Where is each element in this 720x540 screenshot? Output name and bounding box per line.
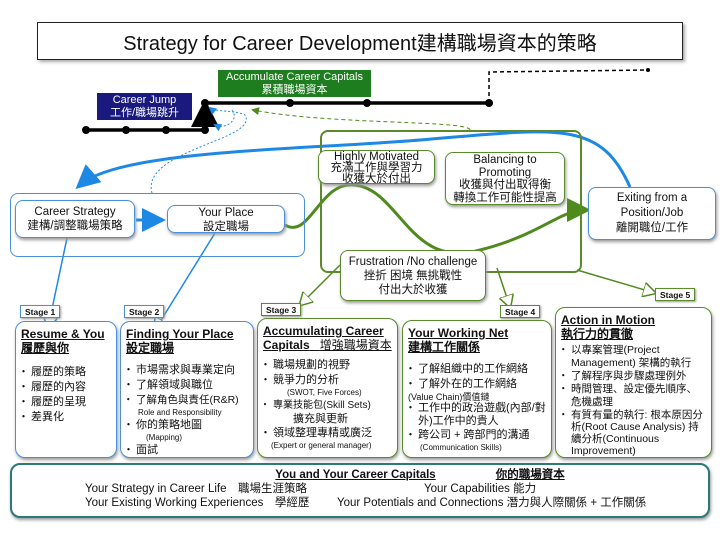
your-place-zh: 設定職場 <box>203 221 249 233</box>
career-jump-en: Career Jump <box>112 94 177 106</box>
hm-zh1: 充滿工作與學習力 <box>330 162 423 174</box>
bal-en1: Balancing to <box>473 154 537 166</box>
career-strategy-en: Career Strategy <box>34 206 116 218</box>
note: 擴充與更新 <box>293 413 348 425</box>
list-item: 你的策略地圖 <box>123 418 248 433</box>
summary-item: Your Strategy in Career Life 職場生涯策略 <box>85 483 307 495</box>
hm-en: Highly Motivated <box>333 151 419 163</box>
career-jump-zh: 工作/職場跳升 <box>109 107 180 119</box>
stage-4-card: Your Working Net 建構工作關係 了解組織中的工作網絡 了解外在的… <box>402 320 552 458</box>
list-item: 工作中的政治遊戲(內部/對外)工作中的貴人 <box>405 402 546 428</box>
list-item: 有質有量的執行: 根本原因分析(Root Cause Analysis) 持續分… <box>558 409 706 457</box>
list-item: 了解外在的工作網絡 <box>405 377 546 392</box>
career-strategy-node: Career Strategy 建構/調整職場策略 <box>15 200 135 238</box>
stage-5-tag: Stage 5 <box>655 288 696 301</box>
list-item: 了解組織中的工作網絡 <box>405 362 546 377</box>
balancing-node: Balancing to Promoting 收獲與付出取得衡 轉換工作可能性提… <box>445 152 565 205</box>
list-item: 職場規劃的視野 <box>260 358 392 373</box>
list-item: 市場需求與專業定向 <box>123 363 248 378</box>
exiting-node: Exiting from a Position/Job 離開職位/工作 <box>588 187 716 240</box>
highly-motivated-node: Highly Motivated 充滿工作與學習力 收獲大於付出 <box>318 150 435 185</box>
note: (Expert or general manager) <box>271 441 372 450</box>
career-jump-label: Career Jump 工作/職場跳升 <box>97 93 192 120</box>
summary-item: Your Capabilities 能力 <box>424 483 537 495</box>
accumulate-zh: 累積職場資本 <box>261 84 328 96</box>
stage-3-card: Accumulating Career Capitals 增強職場資本 職場規劃… <box>257 318 398 458</box>
your-place-node: Your Place 設定職場 <box>167 205 285 233</box>
note: (Communication Skills) <box>420 443 502 452</box>
note: (Mapping) <box>146 433 183 442</box>
career-ladder <box>82 68 650 134</box>
bal-zh1: 收獲與付出取得衡 <box>459 179 551 191</box>
frustration-node: Frustration /No challenge 挫折 困境 無挑戰性 付出大… <box>340 250 486 301</box>
list-item: 面試 <box>123 443 248 458</box>
note: (SWOT, Five Forces) <box>287 388 362 397</box>
stage-5-card: Action in Motion 執行力的貫徹 以專案管理(Project Ma… <box>555 307 712 458</box>
fr-zh2: 付出大於收獲 <box>378 284 448 296</box>
accumulate-career-capitals-label: Accumulate Career Capitals 累積職場資本 <box>218 70 371 97</box>
fr-zh1: 挫折 困境 無挑戰性 <box>363 270 463 282</box>
summary-item: Your Potentials and Connections 潛力與人際關係 … <box>337 497 647 509</box>
stage-1-tag: Stage 1 <box>20 305 61 318</box>
note: (Value Chain)價值鏈 <box>408 392 490 402</box>
bal-en2: Promoting <box>478 166 532 179</box>
list-item: 跨公司 + 跨部門的溝通 <box>405 428 546 443</box>
stage-1-subtitle: 履歷與你 <box>21 341 70 355</box>
list-item: 差異化 <box>18 410 111 425</box>
exit-zh: 離開職位/工作 <box>615 222 689 234</box>
summary-item: Your Existing Working Experiences 學經歷 <box>85 497 310 509</box>
stage-4-subtitle: 建構工作關係 <box>408 340 481 354</box>
note: Role and Responsibility <box>138 408 222 417</box>
list-item: 領域整理專精或廣泛 <box>260 426 392 441</box>
stage-3-tag: Stage 3 <box>261 303 302 316</box>
stage-2-card: Finding Your Place 設定職場 市場需求與專業定向 了解領域與職… <box>120 321 254 458</box>
fr-en: Frustration /No challenge <box>348 256 478 268</box>
summary-row-2: Your Existing Working Experiences 學經歷 You… <box>12 496 708 510</box>
list-item: 了解領域與職位 <box>123 378 248 393</box>
stage-2-subtitle: 設定職場 <box>126 341 175 355</box>
stage-2-tag: Stage 2 <box>124 305 165 318</box>
stage-5-subtitle: 執行力的貫徹 <box>561 327 634 341</box>
list-item: 競爭力的分析 <box>260 373 392 388</box>
stage-2-title: Finding Your Place <box>126 327 234 341</box>
career-strategy-zh: 建構/調整職場策略 <box>27 220 123 232</box>
list-item: 以專案管理(Project Management) 架構的執行 <box>558 344 706 370</box>
accumulate-en: Accumulate Career Capitals <box>226 71 363 83</box>
page-title: Strategy for Career Development建構職場資本的策略 <box>37 22 683 60</box>
hm-zh2: 收獲大於付出 <box>342 173 411 185</box>
your-place-en: Your Place <box>198 207 254 219</box>
list-item: 了解程序與步驟處理例外 <box>558 370 706 383</box>
stage-1-title: Resume & You <box>21 327 105 341</box>
bal-zh2: 轉換工作可能性提高 <box>453 191 557 204</box>
stage-3-title: Accumulating Career Capitals 增強職場資本 <box>263 324 392 352</box>
list-item: 時間管理、設定優先順序、危機處理 <box>558 383 706 409</box>
list-item: 專業技能包(Skill Sets) <box>260 398 392 413</box>
exit-en1: Exiting from a <box>616 192 688 204</box>
list-item: 履歷的內容 <box>18 380 111 395</box>
exit-en2: Position/Job <box>620 207 684 219</box>
strategy-group <box>10 193 305 257</box>
stage-1-card: Resume & You 履歷與你 履歷的策略 履歷的內容 履歷的呈現 差異化 <box>15 321 117 458</box>
stage-5-title: Action in Motion <box>561 313 655 327</box>
list-item: 了解角色與責任(R&R) <box>123 393 248 408</box>
stage-4-title: Your Working Net <box>408 326 509 340</box>
stage-4-tag: Stage 4 <box>500 305 541 318</box>
summary-row-1: Your Strategy in Career Life 職場生涯策略 Your … <box>12 482 708 496</box>
list-item: 履歷的呈現 <box>18 395 111 410</box>
list-item: 履歷的策略 <box>18 365 111 380</box>
